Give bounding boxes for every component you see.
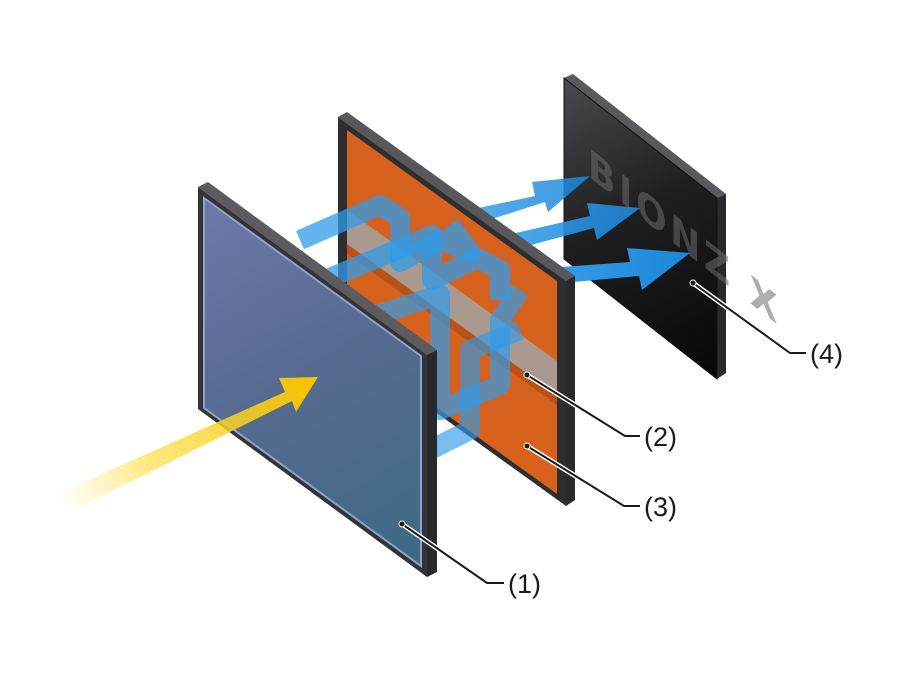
callout-label-2: (2) [644, 422, 677, 452]
callout-lines [398, 279, 806, 586]
processor-frame-side [717, 194, 726, 379]
callout-line-1 [398, 520, 504, 586]
light-arrow [55, 377, 318, 514]
processor-face [563, 76, 718, 381]
processor-frame-top [564, 74, 726, 198]
data-path-2 [316, 225, 510, 300]
circuit-frame-side [566, 276, 575, 506]
sensor-frame-side [427, 350, 437, 577]
callout-label-1: (1) [508, 569, 541, 599]
callout-line-4 [689, 279, 806, 356]
callout-line-3 [523, 442, 640, 509]
circuit-frame-top [338, 112, 575, 281]
sensor-frame-top [198, 182, 437, 355]
callout-label-3: (3) [644, 492, 677, 522]
data-arrows-circuit [295, 195, 529, 464]
callout-label-4: (4) [810, 339, 843, 369]
data-path-4 [415, 320, 524, 464]
light-arrow-shape [55, 377, 318, 514]
callout-line-2 [523, 371, 640, 439]
